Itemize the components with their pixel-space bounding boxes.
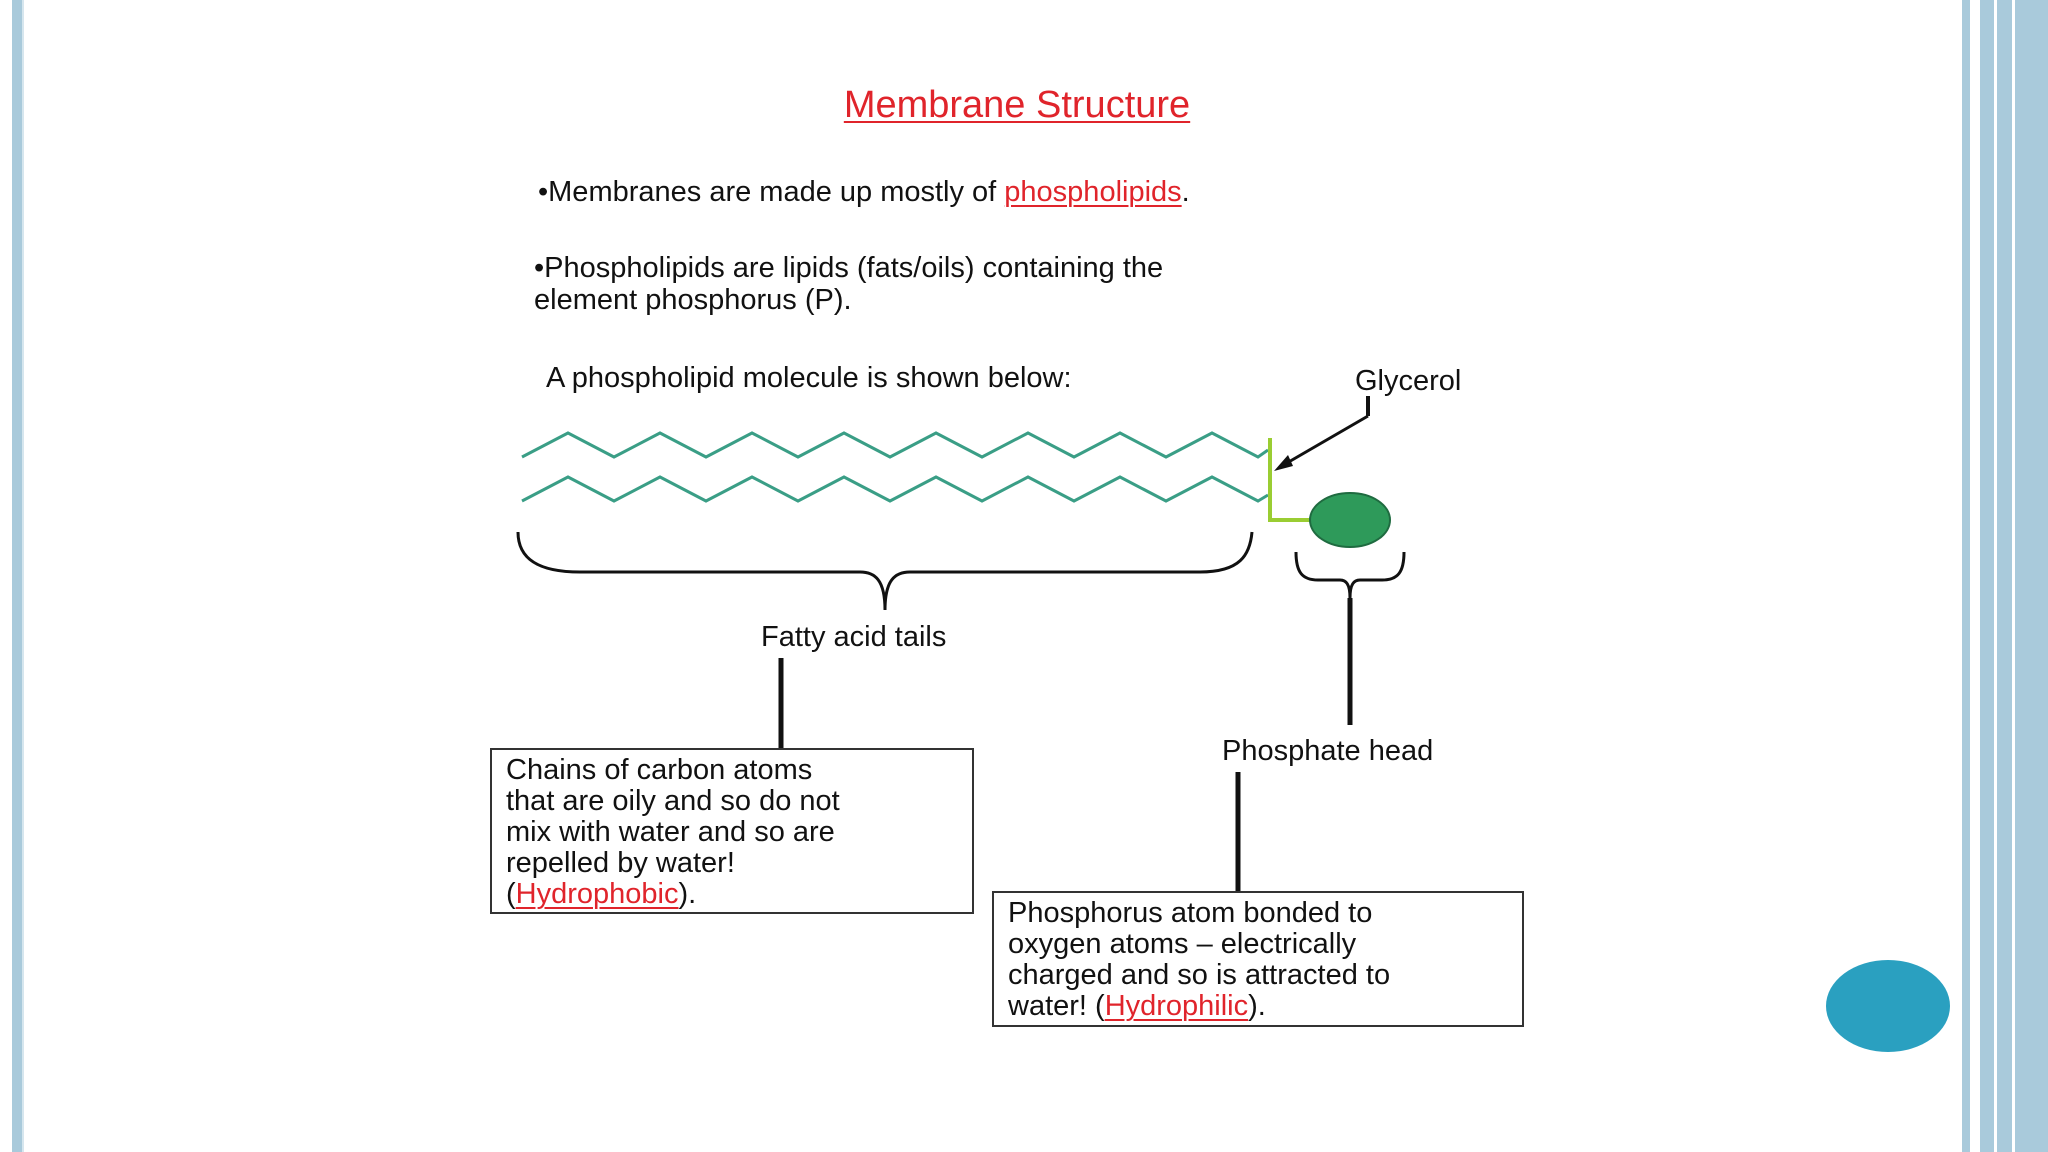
- hydrophilic-suffix: ).: [1248, 990, 1266, 1022]
- hydrophilic-line-4: water! (Hydrophilic).: [1008, 991, 1508, 1022]
- fatty-acid-tails-label: Fatty acid tails: [761, 621, 947, 653]
- fatty-acid-tail-lower: [521, 475, 1269, 503]
- left-border-line: [22, 0, 24, 1152]
- hydrophilic-line-3: charged and so is attracted to: [1008, 959, 1391, 991]
- hydrophobic-line-1: Chains of carbon atoms: [506, 754, 813, 786]
- page-title: Membrane Structure: [843, 84, 1191, 126]
- hydrophobic-line-5: (Hydrophobic).: [506, 879, 958, 910]
- phospholipids-link[interactable]: phospholipids: [1004, 176, 1182, 208]
- bullet-phospholipids-line1: •Phospholipids are lipids (fats/oils) co…: [534, 252, 1164, 284]
- hydrophobic-line-2: that are oily and so do not: [506, 785, 840, 817]
- hydrophobic-info-box: Chains of carbon atoms that are oily and…: [490, 748, 974, 914]
- glycerol-label: Glycerol: [1355, 365, 1462, 397]
- right-border-line-2: [2012, 0, 2015, 1152]
- head-brace: [1294, 551, 1406, 599]
- hydrophobic-line-4: repelled by water!: [506, 847, 735, 879]
- tails-brace: [516, 531, 1254, 611]
- right-border-inner: [1962, 0, 1970, 1152]
- diagram-intro: A phospholipid molecule is shown below:: [546, 362, 1072, 394]
- hydrophilic-info-box: Phosphorus atom bonded to oxygen atoms –…: [992, 891, 1524, 1027]
- bullet-phospholipids-line2: element phosphorus (P).: [534, 284, 852, 316]
- left-border: [12, 0, 22, 1152]
- right-border-line: [1994, 0, 1997, 1152]
- bullet-membranes: •Membranes are made up mostly of phospho…: [538, 176, 1190, 208]
- phosphate-head-label: Phosphate head: [1222, 735, 1434, 767]
- phosphate-head-circle: [1309, 492, 1391, 548]
- hydrophobic-suffix: ).: [678, 878, 697, 910]
- hydrophobic-prefix: (: [506, 878, 516, 910]
- hydrophilic-line-2: oxygen atoms – electrically: [1008, 928, 1357, 960]
- bullet-membranes-end: .: [1181, 176, 1190, 208]
- glycerol-arrowhead: [1274, 455, 1293, 471]
- glycerol-arrow-line: [1279, 414, 1369, 469]
- hydrophilic-line-1: Phosphorus atom bonded to: [1008, 897, 1373, 929]
- hydrophobic-line-3: mix with water and so are: [506, 816, 835, 848]
- accent-circle: [1826, 960, 1950, 1052]
- hydrophobic-link[interactable]: Hydrophobic: [515, 878, 679, 910]
- bullet-membranes-text: •Membranes are made up mostly of: [538, 176, 1005, 208]
- hydrophilic-prefix: water! (: [1008, 990, 1105, 1022]
- fatty-acid-tail-upper: [521, 431, 1269, 459]
- glycerol-backbone: [1268, 438, 1310, 522]
- hydrophilic-link[interactable]: Hydrophilic: [1104, 990, 1249, 1022]
